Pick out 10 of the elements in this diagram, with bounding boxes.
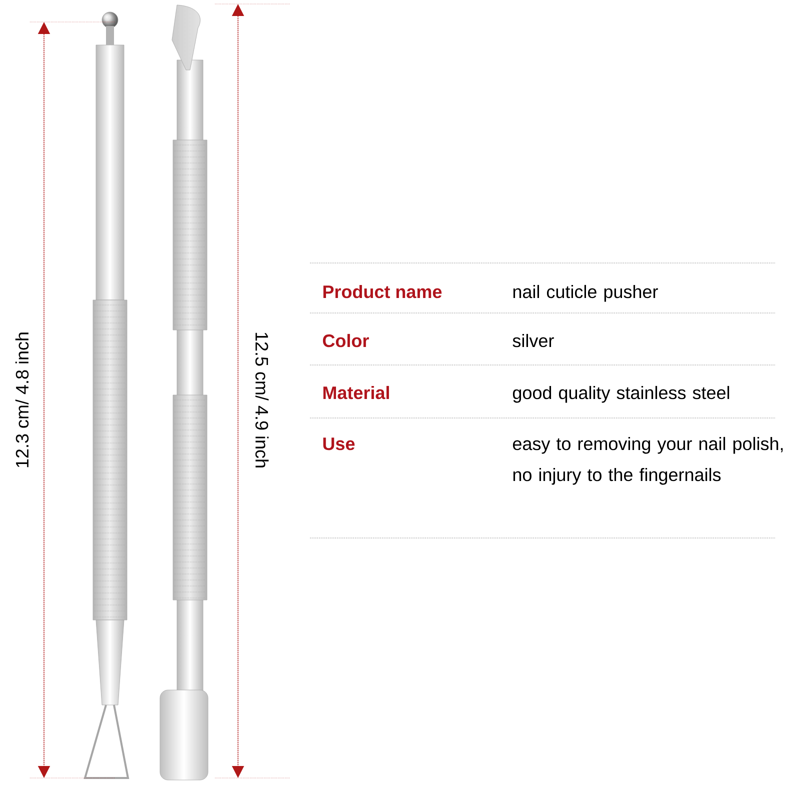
table-value: silver <box>512 334 554 348</box>
table-value: easy to removing your nail polish, no injury to the fingernails <box>512 436 783 485</box>
dimension-label: 12.3 cm/ 4.8 inch <box>15 332 29 468</box>
table-key: Product name <box>323 284 442 298</box>
table-value: good quality stainless steel <box>512 386 730 403</box>
table-key: Color <box>322 334 369 348</box>
table-key: Material <box>323 386 389 400</box>
table-key: Use <box>323 438 355 450</box>
dimension-label: 12.5 cm/ 4.9 inch <box>255 332 269 468</box>
table-value: nail cuticle pusher <box>513 284 658 302</box>
